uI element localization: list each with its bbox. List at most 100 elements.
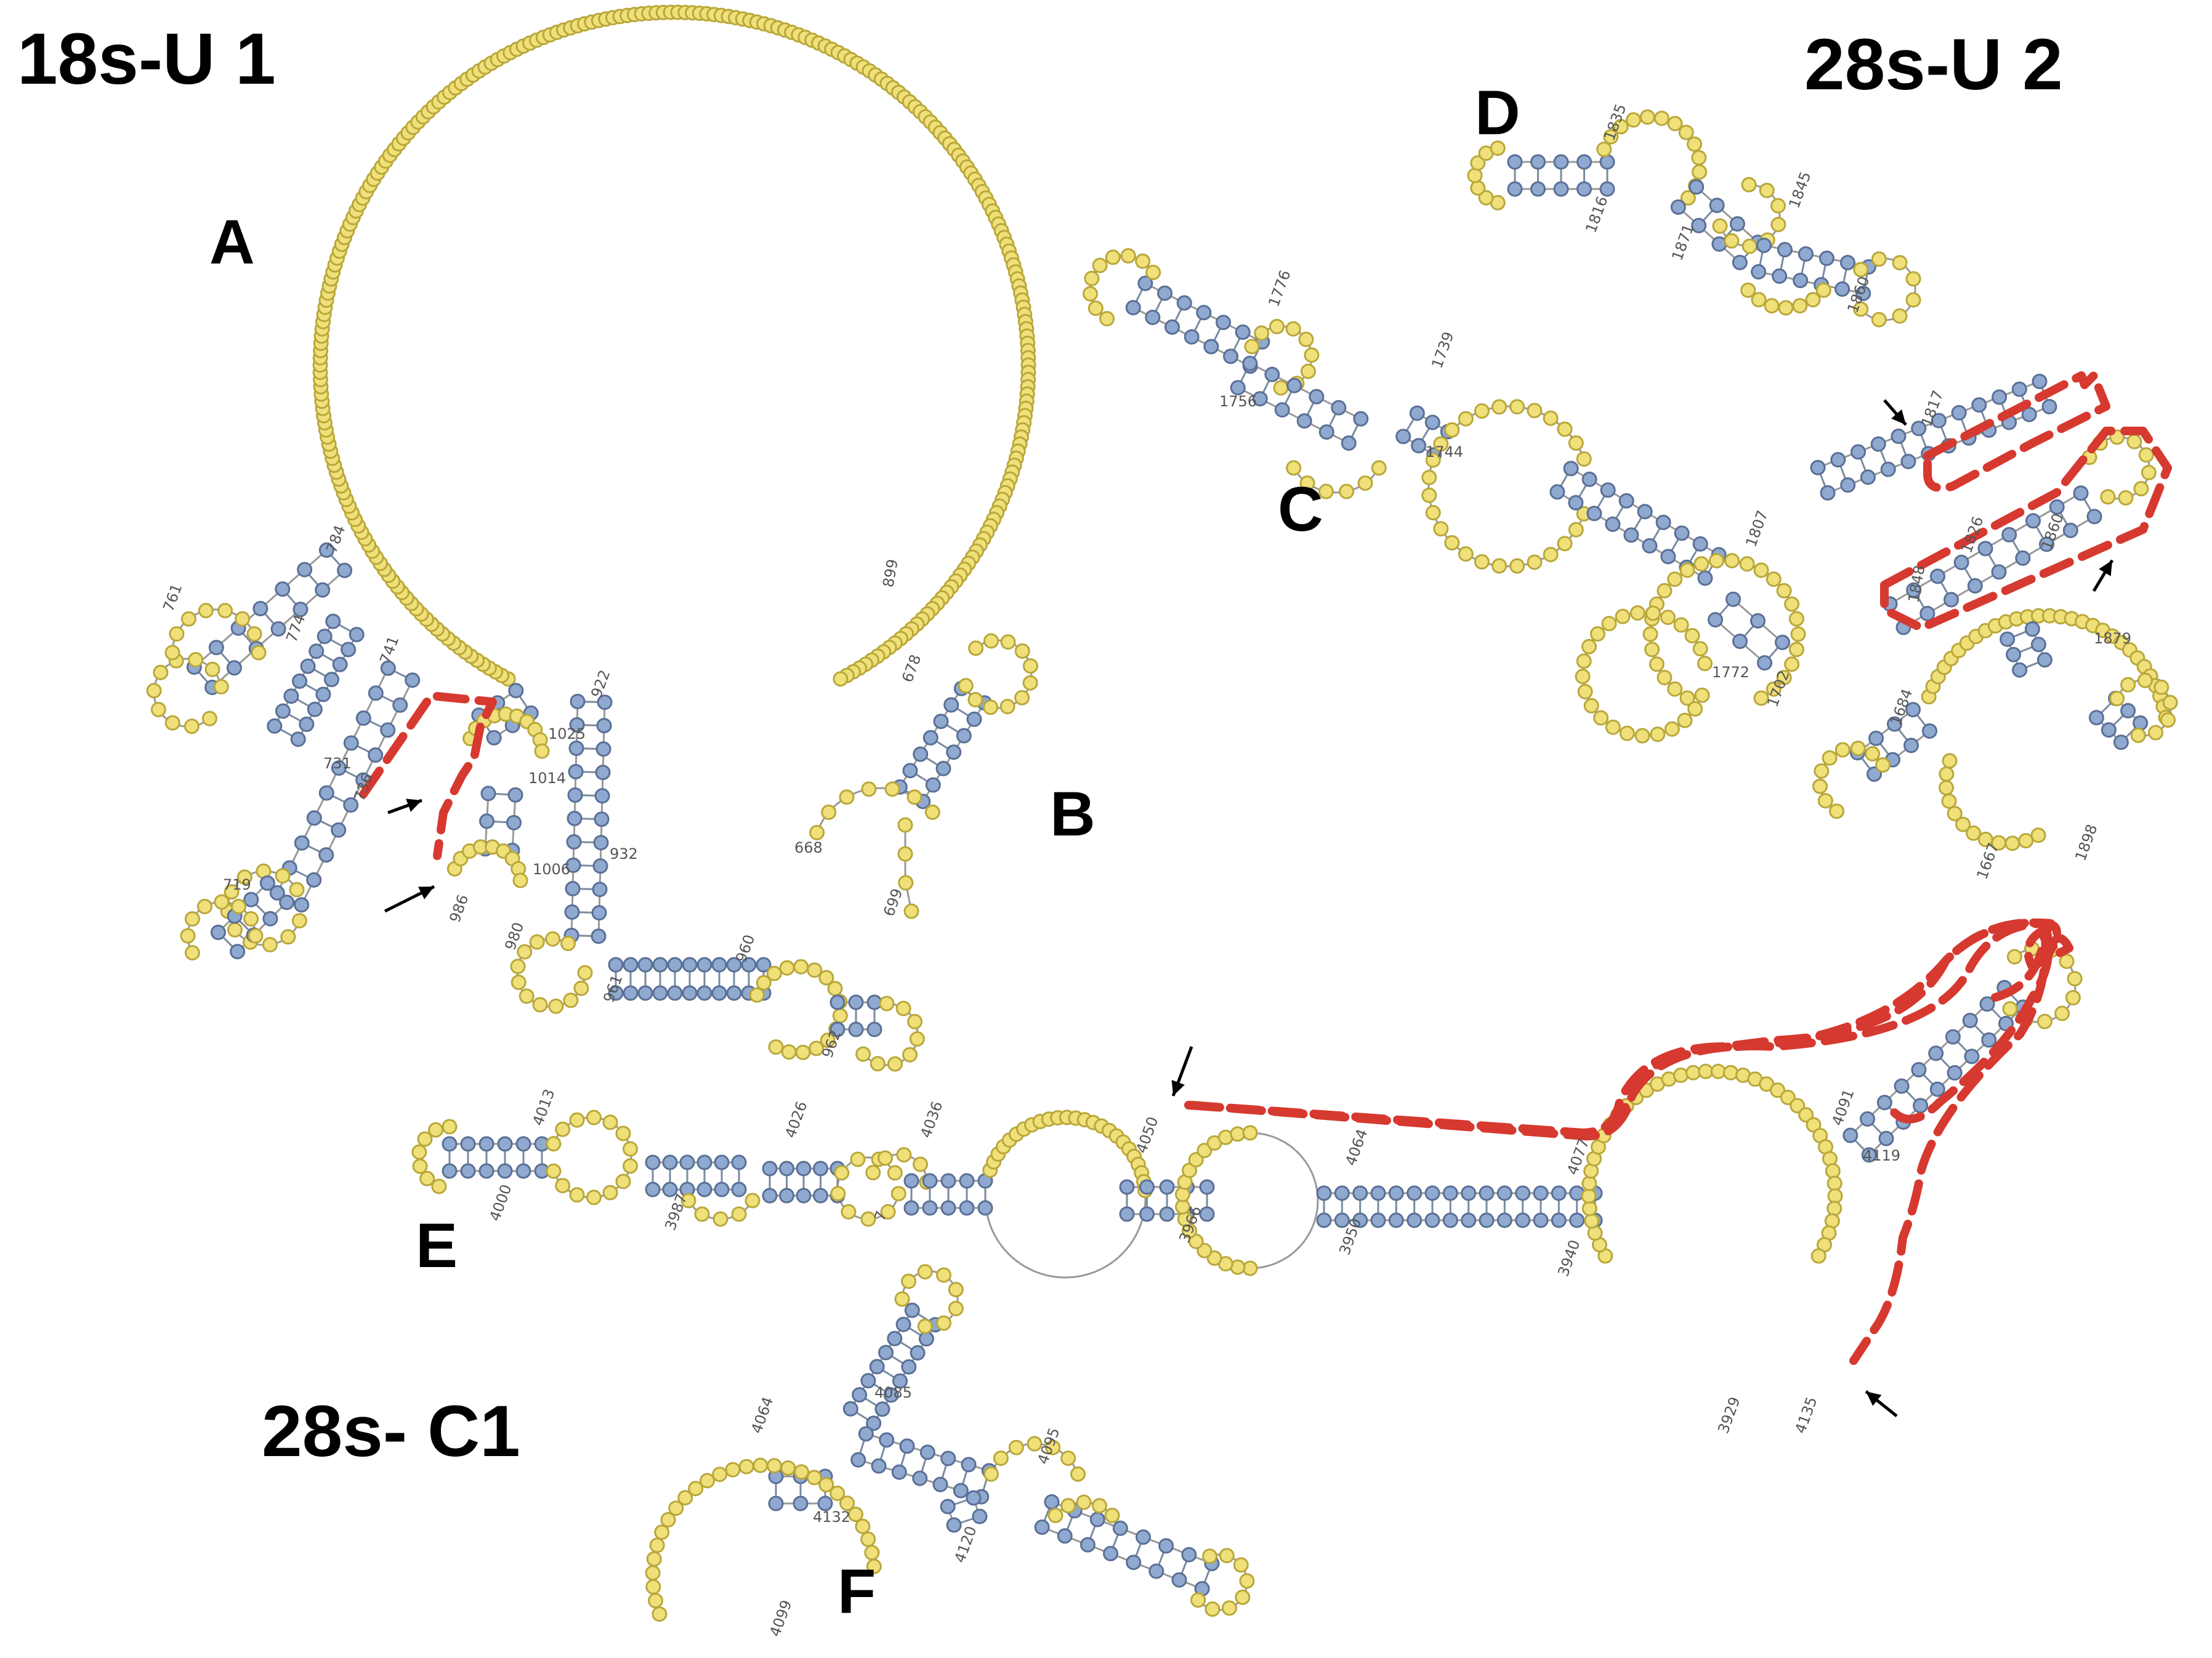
paired-nucleotide <box>230 944 246 960</box>
paired-nucleotide <box>1388 1212 1404 1228</box>
paired-nucleotide <box>275 703 291 719</box>
paired-nucleotide <box>1843 1127 1859 1143</box>
loop-nucleotide <box>1285 321 1301 337</box>
loop-nucleotide <box>2153 679 2170 695</box>
paired-nucleotide <box>565 857 581 873</box>
loop-nucleotide <box>417 1131 433 1147</box>
paired-nucleotide <box>1967 578 1983 594</box>
paired-nucleotide <box>1913 1098 1929 1114</box>
position-label: 774 <box>283 612 309 645</box>
loop-nucleotide <box>1092 257 1108 273</box>
loop-nucleotide <box>546 1136 562 1152</box>
paired-nucleotide <box>637 985 653 1001</box>
loop-nucleotide <box>1739 556 1755 572</box>
paired-nucleotide <box>1928 1045 1944 1061</box>
panel-letter-f: F <box>838 1556 876 1627</box>
loop-nucleotide <box>1339 483 1355 499</box>
loop-nucleotide <box>1677 712 1693 728</box>
paired-nucleotide <box>726 957 742 973</box>
paired-nucleotide <box>1388 1185 1404 1201</box>
paired-nucleotide <box>667 957 683 973</box>
loop-nucleotide <box>1601 616 1617 632</box>
paired-nucleotide <box>1818 251 1835 266</box>
loop-nucleotide <box>1070 1466 1086 1482</box>
position-label: 4013 <box>529 1087 558 1128</box>
loop-nucleotide <box>510 959 526 975</box>
paired-nucleotide <box>592 882 608 898</box>
stem-backbone <box>276 667 389 893</box>
loop-nucleotide <box>1568 521 1584 537</box>
paired-nucleotide <box>2011 381 2027 397</box>
paired-nucleotide <box>569 717 585 733</box>
paired-nucleotide <box>1726 591 1741 607</box>
loop-nucleotide <box>999 699 1015 715</box>
paired-nucleotide <box>2086 509 2102 525</box>
loop-nucleotide <box>1947 805 1963 821</box>
paired-nucleotide <box>1876 1095 1892 1111</box>
loop-nucleotide <box>428 1122 444 1138</box>
paired-nucleotide <box>269 885 285 901</box>
loop-nucleotide <box>1698 1063 1714 1079</box>
loop-nucleotide <box>1850 741 1866 756</box>
connector-arc <box>984 1197 1147 1279</box>
paired-nucleotide <box>1171 1572 1187 1588</box>
paired-nucleotide <box>1230 380 1246 396</box>
loop-nucleotide <box>818 1477 834 1493</box>
loop-nucleotide <box>781 1044 797 1060</box>
paired-nucleotide <box>645 1154 661 1170</box>
loop-nucleotide <box>1235 1589 1251 1605</box>
paired-nucleotide <box>779 1161 794 1177</box>
paired-nucleotide <box>1136 1529 1151 1545</box>
loop-nucleotide <box>1421 470 1437 485</box>
paired-nucleotide <box>1125 300 1141 316</box>
paired-nucleotide <box>913 746 929 762</box>
position-label: 1739 <box>1428 329 1457 371</box>
position-label: 1860 <box>2038 511 2067 552</box>
paired-nucleotide <box>1830 452 1846 468</box>
loop-nucleotide <box>1269 318 1285 334</box>
loop-nucleotide <box>712 1211 729 1227</box>
loop-nucleotide <box>1615 608 1631 624</box>
loop-nucleotide <box>1812 778 1828 794</box>
stem-backbone <box>1849 987 2005 1137</box>
loop-nucleotide <box>1190 1592 1206 1608</box>
paired-nucleotide <box>1044 1494 1060 1510</box>
loop-nucleotide <box>1650 726 1666 742</box>
panel-letter-b: B <box>1050 779 1096 849</box>
paired-nucleotide <box>1861 1147 1877 1163</box>
paired-nucleotide <box>2062 523 2078 538</box>
paired-nucleotide <box>901 1359 917 1375</box>
position-label: 962 <box>818 1028 844 1060</box>
paired-nucleotide <box>1533 1185 1549 1201</box>
loop-nucleotide <box>1645 605 1661 621</box>
loop-nucleotide <box>411 1144 427 1160</box>
paired-nucleotide <box>294 835 310 851</box>
paired-nucleotide <box>1549 484 1565 500</box>
loop-nucleotide <box>2120 677 2136 693</box>
paired-nucleotide <box>292 673 307 689</box>
paired-nucleotide <box>1962 1013 1978 1028</box>
paired-nucleotide <box>1757 655 1772 671</box>
paired-nucleotide <box>1199 1206 1215 1222</box>
loop-nucleotide <box>1300 363 1316 379</box>
paired-nucleotide <box>1533 1212 1549 1228</box>
paired-nucleotide <box>925 777 941 793</box>
strand-nucleotide <box>897 846 913 862</box>
loop-nucleotide <box>555 1121 571 1137</box>
loop-nucleotide <box>1478 190 1494 206</box>
loop-nucleotide <box>968 640 984 656</box>
paired-nucleotide <box>1674 525 1690 541</box>
paired-nucleotide <box>1563 461 1579 477</box>
loop-nucleotide <box>431 1178 447 1194</box>
paired-nucleotide <box>478 1163 494 1179</box>
paired-nucleotide <box>852 1387 868 1402</box>
paired-nucleotide <box>1551 1185 1567 1201</box>
loop-nucleotide <box>1892 255 1908 271</box>
paired-nucleotide <box>1461 1185 1477 1201</box>
loop-nucleotide <box>1490 140 1506 156</box>
stem-backbone <box>1857 709 1914 754</box>
paired-nucleotide <box>662 1181 678 1197</box>
panel-letter-a: A <box>209 207 255 277</box>
paired-nucleotide <box>1461 1212 1477 1228</box>
paired-nucleotide <box>813 1161 828 1177</box>
